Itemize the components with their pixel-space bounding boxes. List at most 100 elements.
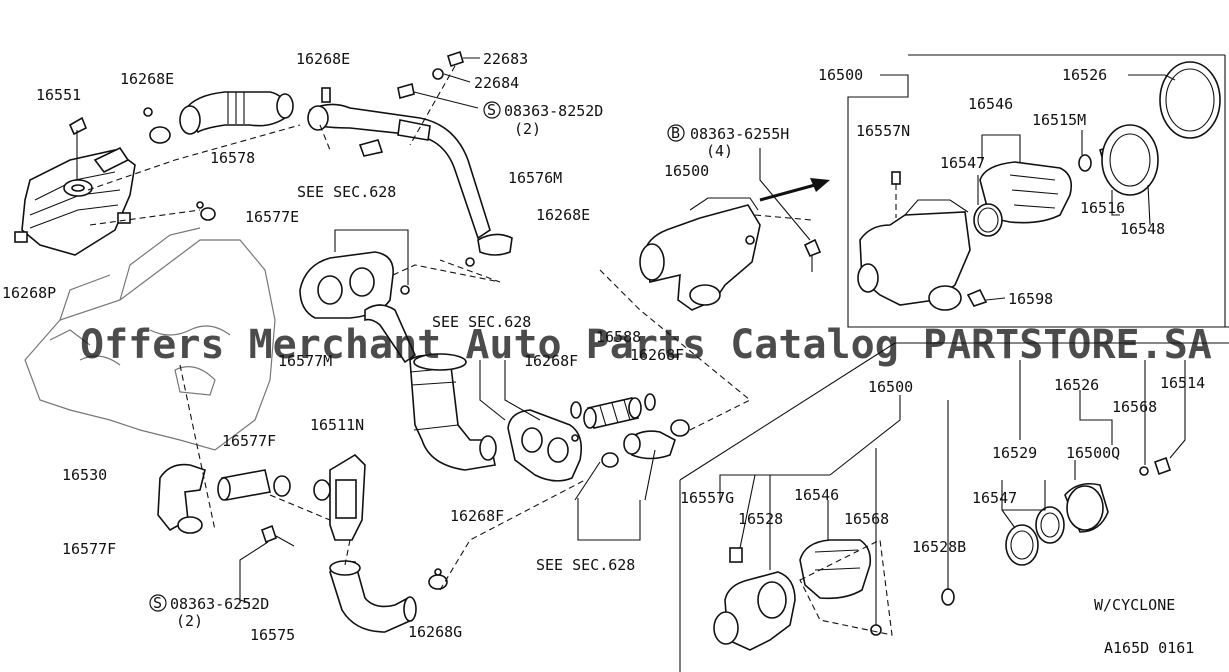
clamp-16268g[interactable]: [428, 568, 448, 590]
label-08363-6252d[interactable]: 08363-6252D: [170, 595, 269, 613]
label-16577m[interactable]: 16577M: [278, 352, 332, 370]
hose-16577f[interactable]: [217, 469, 271, 501]
clamp-16577e[interactable]: [196, 201, 216, 221]
bolt-08363-8252d-top[interactable]: [397, 82, 415, 100]
cyclone-body-16528[interactable]: [713, 571, 796, 651]
label-16268e-b[interactable]: 16268E: [296, 50, 350, 68]
clamp-16268e-top[interactable]: [321, 87, 331, 103]
label-16547-top[interactable]: 16547: [940, 154, 985, 172]
label-16551[interactable]: 16551: [36, 86, 81, 104]
label-16598[interactable]: 16598: [1008, 290, 1053, 308]
seal-16528b[interactable]: [941, 588, 955, 606]
label-16268e-c[interactable]: 16268E: [536, 206, 590, 224]
label-08363-6255h[interactable]: 08363-6255H: [690, 125, 789, 143]
label-16528[interactable]: 16528: [738, 510, 783, 528]
label-see-sec-628-b[interactable]: SEE SEC.628: [432, 313, 531, 331]
label-16588[interactable]: 16588: [596, 328, 641, 346]
label-16514[interactable]: 16514: [1160, 374, 1205, 392]
direction-arrow: [759, 178, 830, 202]
cover-16548[interactable]: [1101, 124, 1159, 196]
gasket-plate-upper[interactable]: [299, 251, 410, 319]
label-16516[interactable]: 16516: [1080, 199, 1125, 217]
label-16557g[interactable]: 16557G: [680, 489, 734, 507]
clamp-16268e-lower[interactable]: [465, 233, 513, 267]
adapter-sec628[interactable]: [601, 419, 690, 468]
air-duct-16578[interactable]: [179, 91, 294, 135]
washer-16568-lower[interactable]: [870, 624, 882, 636]
bolt-08363-6255h[interactable]: [803, 238, 822, 272]
washer-22684[interactable]: [432, 68, 444, 80]
washer-16568-right[interactable]: [1139, 466, 1149, 476]
cyclone-ring-16547[interactable]: [1005, 506, 1065, 566]
air-cleaner-body-16500-mid[interactable]: [639, 197, 761, 311]
air-pipe-16576m[interactable]: [307, 103, 491, 240]
label-see-sec-628-c[interactable]: SEE SEC.628: [536, 556, 635, 574]
label-16546-cyclone[interactable]: 16546: [794, 486, 839, 504]
diagram-code: A165D 0161: [1104, 639, 1194, 657]
variant-label: W/CYCLONE: [1094, 596, 1175, 614]
clip-16557g[interactable]: [729, 547, 743, 563]
cyclone-cap-16500q[interactable]: [1064, 482, 1109, 533]
label-16268g[interactable]: 16268G: [408, 623, 462, 641]
filter-element-16546-top[interactable]: [979, 161, 1073, 224]
bolt-symbol-s-b: S: [153, 594, 162, 612]
label-08363-6252d-qty: (2): [176, 612, 203, 630]
label-22683[interactable]: 22683: [483, 50, 528, 68]
label-16548[interactable]: 16548: [1120, 220, 1165, 238]
label-16546-top[interactable]: 16546: [968, 95, 1013, 113]
label-16511n[interactable]: 16511N: [310, 416, 364, 434]
label-16577e[interactable]: 16577E: [245, 208, 299, 226]
intake-tube-16577m[interactable]: [364, 304, 496, 471]
clamp-16577f-upper[interactable]: [273, 475, 331, 501]
bolt-22683[interactable]: [447, 50, 464, 68]
clamp-16268f-left[interactable]: [570, 401, 582, 419]
label-16530[interactable]: 16530: [62, 466, 107, 484]
label-16500-top[interactable]: 16500: [818, 66, 863, 84]
label-16515m[interactable]: 16515M: [1032, 111, 1086, 129]
washer-16515m[interactable]: [1078, 154, 1092, 172]
label-16500-cyclone[interactable]: 16500: [868, 378, 913, 396]
bolt-16514[interactable]: [1153, 456, 1172, 476]
duct-16511n[interactable]: [329, 453, 366, 541]
label-16557n[interactable]: 16557N: [856, 122, 910, 140]
clip-16598[interactable]: [966, 288, 988, 307]
clamp-16268e-left[interactable]: [143, 107, 171, 144]
label-16500-mid[interactable]: 16500: [664, 162, 709, 180]
label-16578[interactable]: 16578: [210, 149, 255, 167]
label-16528b[interactable]: 16528B: [912, 538, 966, 556]
label-16268f-a[interactable]: 16268F: [524, 352, 578, 370]
throttle-flange[interactable]: [507, 409, 583, 482]
hose-16588[interactable]: [583, 397, 642, 429]
label-16568-b[interactable]: 16568: [844, 510, 889, 528]
label-16576m[interactable]: 16576M: [508, 169, 562, 187]
air-cleaner-housing[interactable]: [14, 146, 136, 256]
label-08363-8252d[interactable]: 08363-8252D: [504, 102, 603, 120]
label-see-sec-628-a[interactable]: SEE SEC.628: [297, 183, 396, 201]
label-16268f-c[interactable]: 16268F: [450, 507, 504, 525]
clamp-16577f-lower[interactable]: [177, 516, 203, 534]
bolt-08363-6252d[interactable]: [261, 524, 295, 547]
label-16268e-a[interactable]: 16268E: [120, 70, 174, 88]
label-16575[interactable]: 16575: [250, 626, 295, 644]
clip-16551[interactable]: [68, 116, 88, 136]
label-16547-cyclone[interactable]: 16547: [972, 489, 1017, 507]
clip-16557n[interactable]: [891, 171, 901, 185]
label-16268f-b[interactable]: 16268F: [630, 346, 684, 364]
air-cleaner-body-16500-top[interactable]: [857, 199, 971, 311]
ring-16547-top[interactable]: [973, 203, 1003, 237]
label-16526-top[interactable]: 16526: [1062, 66, 1107, 84]
label-16268p[interactable]: 16268P: [2, 284, 56, 302]
label-16568-a[interactable]: 16568: [1112, 398, 1157, 416]
label-22684[interactable]: 22684: [474, 74, 519, 92]
label-16526-cyclone[interactable]: 16526: [1054, 376, 1099, 394]
clamp-16268f-right[interactable]: [644, 393, 656, 411]
filter-element-16546-bottom[interactable]: [799, 539, 872, 600]
clamp-16268f-lower[interactable]: [479, 435, 497, 461]
label-16577f-a[interactable]: 16577F: [222, 432, 276, 450]
label-16577f-b[interactable]: 16577F: [62, 540, 116, 558]
elbow-16575[interactable]: [329, 560, 417, 633]
label-16500q[interactable]: 16500Q: [1066, 444, 1120, 462]
label-16529[interactable]: 16529: [992, 444, 1037, 462]
gasket-16526-top[interactable]: [1159, 61, 1221, 139]
detail-frame-top-right: [847, 54, 1229, 328]
